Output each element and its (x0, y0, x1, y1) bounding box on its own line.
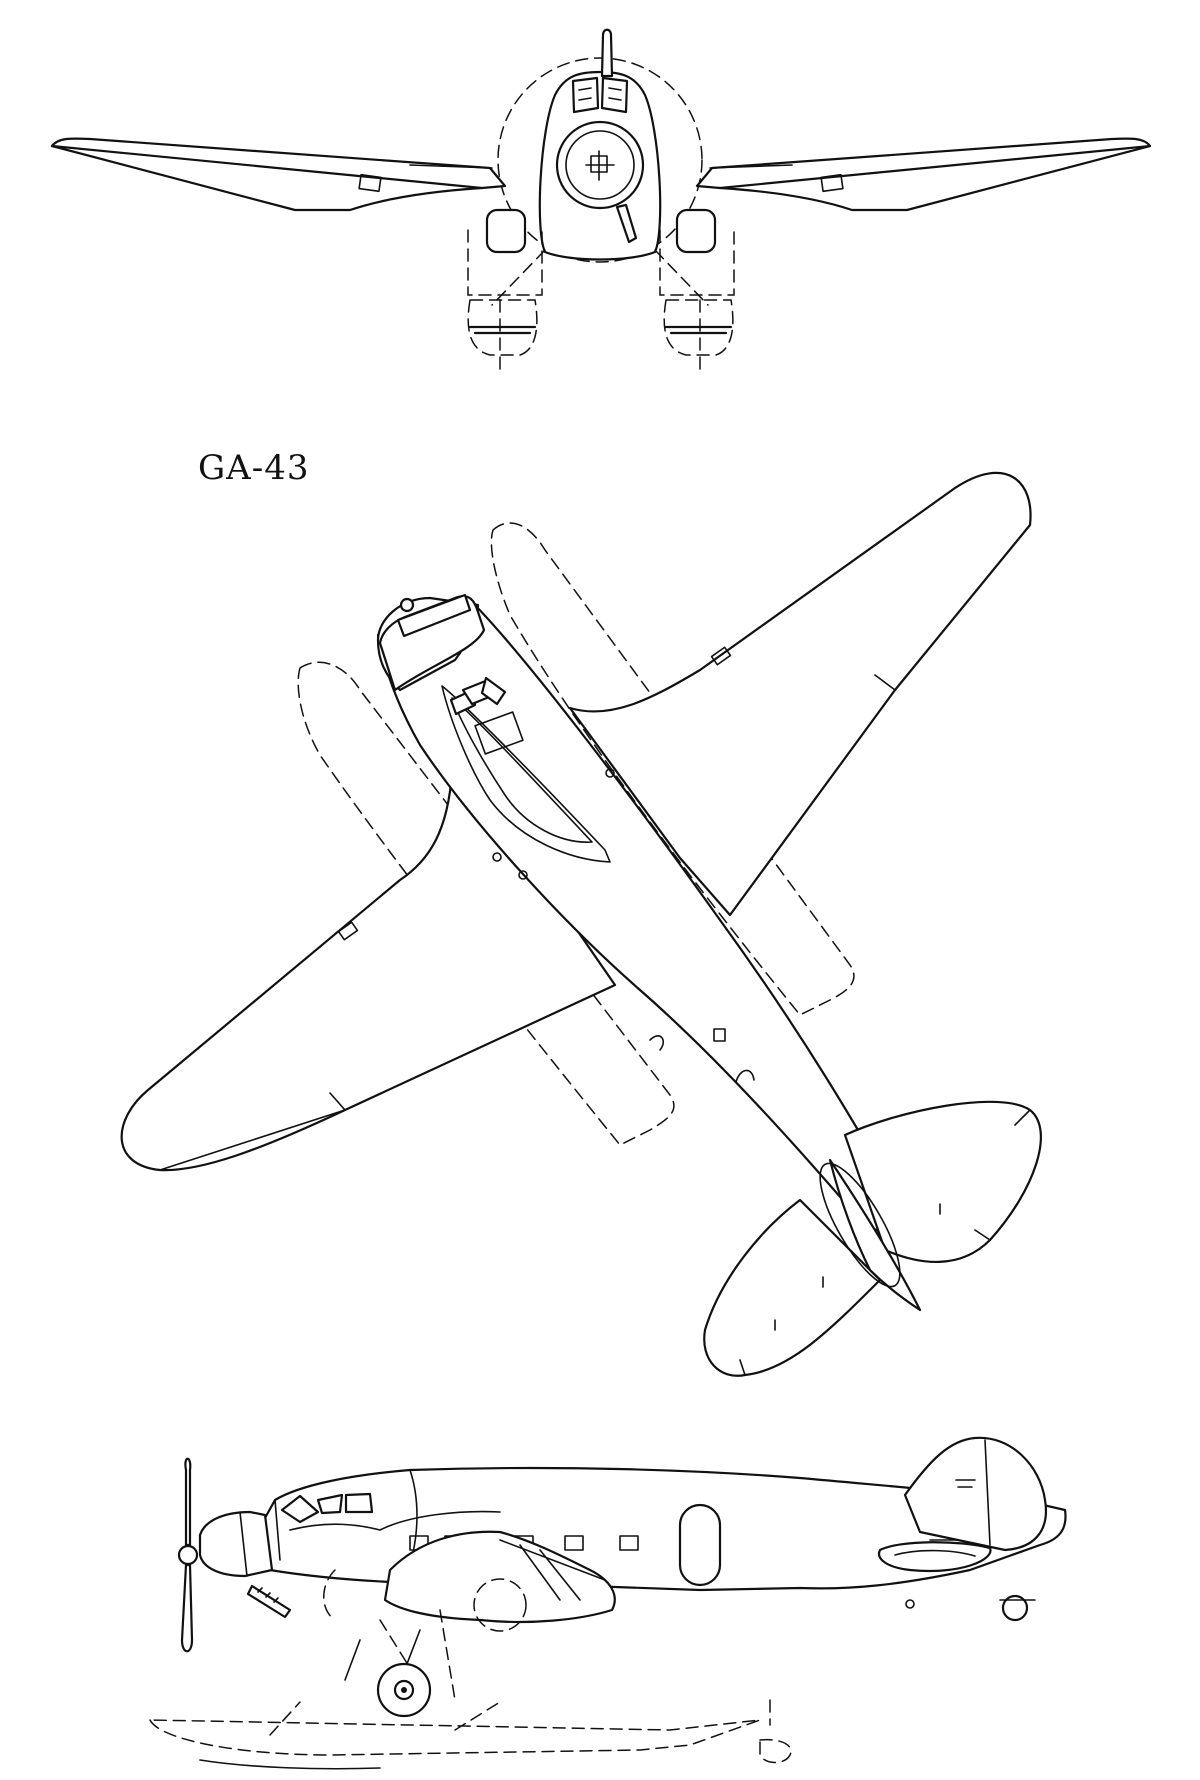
front-view-propeller-disc (497, 57, 703, 263)
plan-view (120, 471, 1042, 1377)
front-view-vertical-fin (600, 28, 614, 78)
front-view-propeller-blade (615, 203, 638, 244)
front-view-wing (50, 137, 1152, 212)
aircraft-designation-label: GA-43 (198, 448, 310, 488)
front-view-fuselage (538, 70, 662, 261)
side-view-tail (877, 1436, 1048, 1622)
side-view-propeller (177, 1457, 199, 1653)
front-view (50, 28, 1152, 371)
side-view-exhaust (246, 1584, 292, 1619)
front-view-landing-gear (467, 249, 734, 371)
plan-view-tail (703, 1100, 1042, 1377)
side-view-wing-root (323, 1530, 616, 1632)
plan-view-engine-cowling (378, 593, 486, 692)
side-view (148, 1436, 1067, 1770)
front-view-engine-nacelles (467, 208, 735, 296)
side-view-float (148, 1699, 792, 1770)
plan-view-float-outlines (297, 522, 855, 1146)
plan-view-right-wing (568, 471, 1032, 917)
side-view-cockpit-windows (280, 1492, 374, 1524)
side-view-engine-cowling (198, 1510, 274, 1578)
side-view-landing-gear (344, 1609, 456, 1718)
